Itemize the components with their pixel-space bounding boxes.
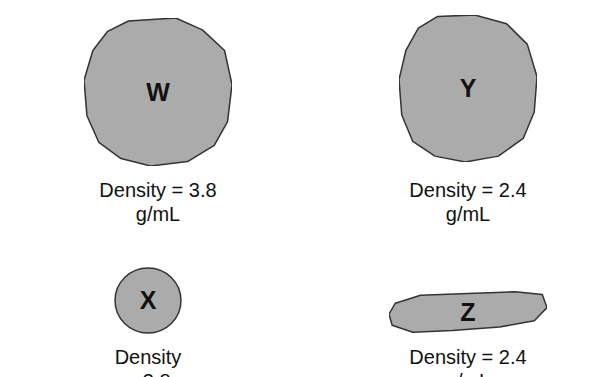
sample-letter: X <box>140 286 157 315</box>
sample-letter-box: Z <box>389 290 547 334</box>
rock-shape <box>115 268 181 333</box>
sample-letter: Z <box>460 298 475 327</box>
sample-node: Z Density = 2.4 g/mL <box>389 290 547 377</box>
sample-letter-box: X <box>114 267 182 334</box>
rock-sample-y: Y <box>399 15 537 162</box>
rock-sample-x: X <box>114 267 182 334</box>
rock-sample-z: Z <box>389 290 547 334</box>
density-label: Density = 2.4 g/mL <box>389 345 547 377</box>
sample-letter-box: Y <box>399 15 537 162</box>
density-label: Density = 2.4 g/mL <box>399 178 537 226</box>
sample-letter: Y <box>460 74 477 103</box>
density-label: Density = 3.8 g/mL <box>112 345 185 377</box>
sample-node: W Density = 3.8 g/mL <box>84 18 232 226</box>
density-label-box: Density = 3.8 g/mL <box>84 178 232 226</box>
rock-shape <box>389 292 547 332</box>
sample-letter-box: W <box>84 18 232 166</box>
rock-sample-w: W <box>84 18 232 166</box>
sample-node: Y Density = 2.4 g/mL <box>399 15 537 226</box>
sample-letter: W <box>146 78 170 107</box>
density-label-box: Density = 2.4 g/mL <box>389 345 547 377</box>
density-label: Density = 3.8 g/mL <box>84 178 232 226</box>
rock-shape <box>399 15 537 162</box>
density-label-box: Density = 2.4 g/mL <box>399 178 537 226</box>
density-label-box: Density = 3.8 g/mL <box>112 345 185 377</box>
rock-shape <box>84 18 232 166</box>
sample-node: X Density = 3.8 g/mL <box>112 267 185 377</box>
